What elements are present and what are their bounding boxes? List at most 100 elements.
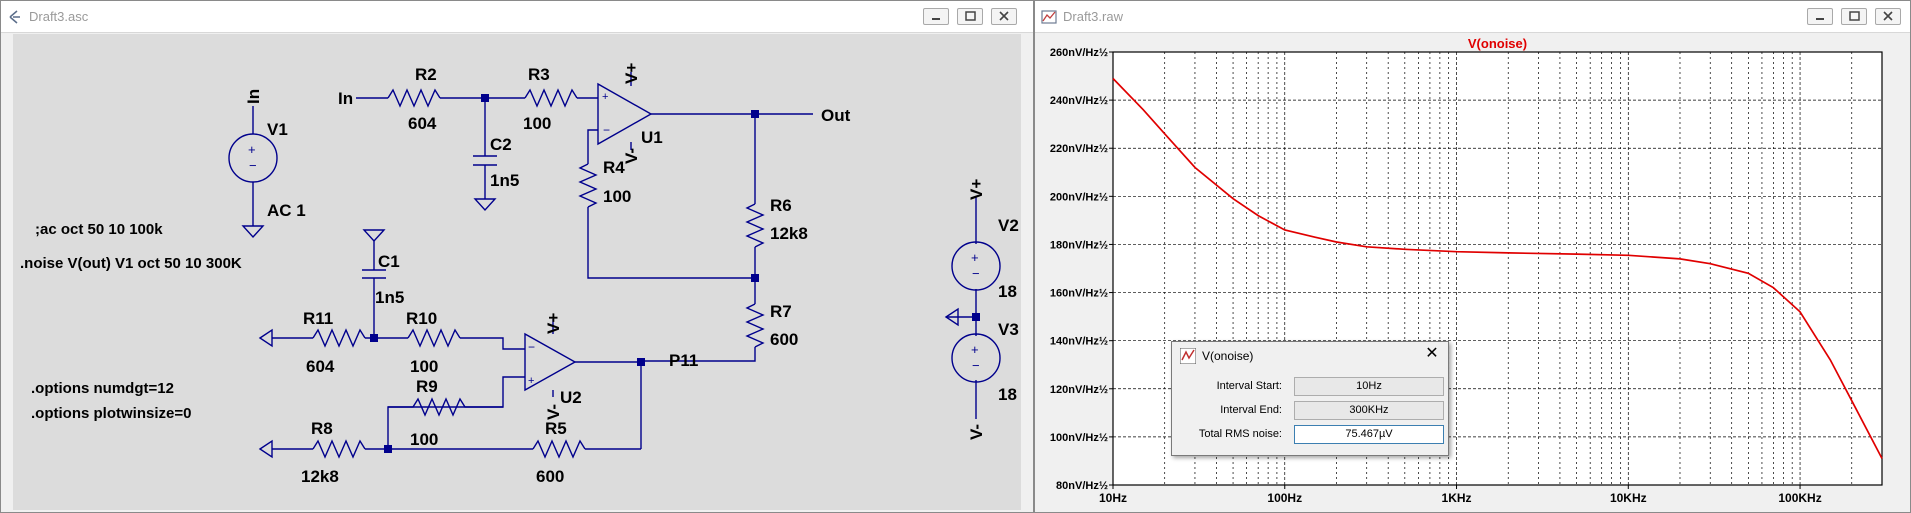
plot-titlebar[interactable]: Draft3.raw bbox=[1035, 1, 1910, 33]
svg-text:−: − bbox=[249, 158, 257, 173]
label-c1: C1 bbox=[378, 252, 400, 271]
resistor-r6-symbol bbox=[745, 203, 765, 248]
label-r6-value: 12k8 bbox=[770, 224, 808, 243]
svg-text:+: + bbox=[971, 250, 979, 265]
ground-r8-symbol bbox=[258, 439, 273, 459]
label-out-port: Out bbox=[821, 106, 851, 125]
label-r2: R2 bbox=[415, 65, 437, 84]
label-c2-value: 1n5 bbox=[490, 171, 519, 190]
ground-r11-symbol bbox=[258, 328, 273, 348]
label-r9: R9 bbox=[416, 377, 438, 396]
schematic-drawing[interactable]: +− +− +− +− −+ In Out R2 604 bbox=[13, 34, 1021, 510]
svg-text:−: − bbox=[972, 266, 980, 281]
label-v3-vminus: V- bbox=[967, 424, 986, 440]
resistor-r2-symbol bbox=[387, 88, 441, 108]
label-r4: R4 bbox=[603, 158, 625, 177]
close-button[interactable] bbox=[1875, 8, 1901, 25]
label-r9-value: 100 bbox=[410, 430, 438, 449]
plot-app-icon bbox=[1041, 10, 1057, 24]
label-v1-value: AC 1 bbox=[267, 201, 306, 220]
label-r5-value: 600 bbox=[536, 467, 564, 486]
dialog-title: V(onoise) bbox=[1202, 349, 1254, 363]
label-v1: V1 bbox=[267, 120, 288, 139]
label-r3-value: 100 bbox=[523, 114, 551, 133]
plot-window: Draft3.raw bbox=[1034, 0, 1911, 513]
ground-v1-symbol bbox=[241, 225, 265, 239]
resistor-r10-symbol bbox=[407, 328, 461, 348]
label-u1-vminus: V- bbox=[622, 148, 641, 164]
interval-end-field[interactable]: 300KHz bbox=[1294, 401, 1444, 420]
label-u1: U1 bbox=[641, 128, 663, 147]
label-r4-value: 100 bbox=[603, 187, 631, 206]
schematic-window: Draft3.asc bbox=[0, 0, 1034, 513]
label-v2-vplus: V+ bbox=[967, 179, 986, 200]
interval-start-label: Interval Start: bbox=[1216, 380, 1282, 392]
total-rms-noise-field[interactable]: 75.467µV bbox=[1294, 425, 1444, 444]
ground-c2-symbol bbox=[473, 198, 497, 212]
label-r11: R11 bbox=[303, 309, 333, 328]
dialog-close-button[interactable]: ✕ bbox=[1425, 345, 1439, 362]
label-c1-value: 1n5 bbox=[375, 288, 404, 307]
label-r11-value: 604 bbox=[306, 357, 335, 376]
label-u2-vplus: V+ bbox=[544, 313, 563, 334]
label-r8: R8 bbox=[311, 419, 333, 438]
ltspice-icon bbox=[1180, 348, 1196, 364]
resistor-r11-symbol bbox=[312, 328, 366, 348]
label-r5: R5 bbox=[545, 419, 567, 438]
total-rms-noise-label: Total RMS noise: bbox=[1198, 428, 1282, 440]
svg-text:+: + bbox=[248, 142, 256, 157]
label-v3: V3 bbox=[998, 320, 1019, 339]
label-r10: R10 bbox=[406, 309, 437, 328]
label-r6: R6 bbox=[770, 196, 792, 215]
svg-text:+: + bbox=[602, 91, 608, 103]
resistor-r4-symbol bbox=[578, 163, 598, 208]
interval-start-field[interactable]: 10Hz bbox=[1294, 377, 1444, 396]
maximize-button[interactable] bbox=[957, 8, 983, 25]
label-r7-value: 600 bbox=[770, 330, 798, 349]
label-r2-value: 604 bbox=[408, 114, 437, 133]
resistor-r5-symbol bbox=[532, 439, 586, 459]
svg-text:+: + bbox=[528, 375, 534, 387]
voltage-source-v3-symbol bbox=[951, 333, 1001, 383]
total-rms-noise-row: Total RMS noise: 75.467µV bbox=[1172, 425, 1448, 445]
minimize-button[interactable] bbox=[1807, 8, 1833, 25]
resistor-r3-symbol bbox=[524, 88, 578, 108]
directive-ac[interactable]: ;ac oct 50 10 100k bbox=[35, 221, 163, 238]
resistor-r8-symbol bbox=[312, 439, 366, 459]
svg-text:−: − bbox=[528, 340, 535, 354]
schematic-app-icon bbox=[9, 10, 20, 24]
label-p11: P11 bbox=[669, 351, 698, 370]
svg-text:+: + bbox=[971, 342, 979, 357]
schematic-window-title: Draft3.asc bbox=[29, 9, 89, 24]
label-u2: U2 bbox=[560, 388, 582, 407]
interval-end-row: Interval End: 300KHz bbox=[1172, 401, 1448, 421]
resistor-r9-symbol bbox=[388, 397, 503, 417]
close-button[interactable] bbox=[991, 8, 1017, 25]
maximize-button[interactable] bbox=[1841, 8, 1867, 25]
schematic-titlebar[interactable]: Draft3.asc bbox=[1, 1, 1033, 33]
label-v2: V2 bbox=[998, 216, 1019, 235]
directive-plotwinsize[interactable]: .options plotwinsize=0 bbox=[31, 405, 191, 422]
label-r8-value: 12k8 bbox=[301, 467, 339, 486]
interval-start-row: Interval Start: 10Hz bbox=[1172, 377, 1448, 397]
label-v1-src-net: In bbox=[244, 89, 263, 104]
resistor-r7-symbol bbox=[745, 303, 765, 348]
label-r10-value: 100 bbox=[410, 357, 438, 376]
voltage-source-v2-symbol bbox=[951, 241, 1001, 291]
capacitor-c2-symbol bbox=[473, 98, 497, 199]
label-v2-value: 18 bbox=[998, 282, 1017, 301]
label-v3-value: 18 bbox=[998, 385, 1017, 404]
noise-dialog: V(onoise) ✕ Interval Start: 10Hz Interva… bbox=[1171, 341, 1449, 456]
label-c2: C2 bbox=[490, 135, 512, 154]
svg-text:−: − bbox=[972, 358, 980, 373]
capacitor-c1-symbol bbox=[362, 241, 386, 338]
directive-noise[interactable]: .noise V(out) V1 oct 50 10 300K bbox=[20, 255, 242, 272]
opamp-u1-symbol bbox=[597, 82, 653, 146]
schematic-canvas[interactable]: +− +− +− +− −+ In Out R2 604 bbox=[13, 34, 1021, 510]
label-r7: R7 bbox=[770, 302, 792, 321]
svg-text:−: − bbox=[603, 123, 610, 137]
directive-numdgt[interactable]: .options numdgt=12 bbox=[31, 380, 174, 397]
label-r3: R3 bbox=[528, 65, 550, 84]
minimize-button[interactable] bbox=[923, 8, 949, 25]
label-in-port: In bbox=[338, 89, 353, 108]
